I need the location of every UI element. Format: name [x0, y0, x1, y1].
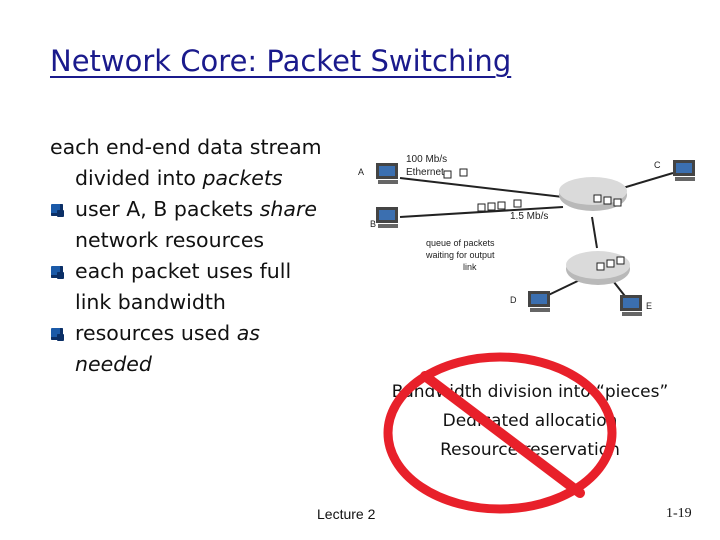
bullet-square-icon: [51, 328, 64, 341]
bullet-line: each packet uses full: [50, 256, 350, 287]
queue-label-line: queue of packets: [426, 238, 495, 248]
computer-host-icon-c: [673, 160, 695, 181]
packet-queue-icon: [443, 168, 625, 271]
host-label-c: C: [654, 160, 661, 170]
bullet-text-italic: needed: [75, 352, 152, 376]
bullet-text: each packet uses full: [75, 259, 292, 283]
bullet-text: user A, B packets: [75, 197, 260, 221]
bullet-line: divided into packets: [50, 163, 350, 194]
computer-host-icon-d: [528, 291, 550, 312]
bullet-text: network resources: [75, 228, 265, 252]
footer-page-number: 1-19: [666, 506, 692, 521]
network-links: [399, 172, 674, 301]
host-label-e: E: [646, 301, 652, 311]
host-label-b: B: [370, 219, 376, 229]
bullet-list: each end-end data stream divided into pa…: [50, 132, 350, 380]
bullet-line: network resources: [50, 225, 350, 256]
bullet-line: resources used as: [50, 318, 350, 349]
bullet-line: user A, B packets share: [50, 194, 350, 225]
bullet-square-icon: [51, 266, 64, 279]
host-label-a: A: [358, 167, 364, 177]
router-link-speed-label: 1.5 Mb/s: [510, 211, 548, 222]
ethernet-label: Ethernet: [406, 167, 444, 178]
queue-label-line: link: [463, 262, 477, 272]
bullet-square-icon: [51, 204, 64, 217]
computer-host-icon-e: [620, 295, 642, 316]
queue-label-line: waiting for output: [425, 250, 495, 260]
computer-host-icon-b: [376, 207, 398, 228]
bullet-text-italic: share: [259, 197, 317, 221]
packet-switching-diagram: A B C D E 100 Mb/s Ethernet 1.5 Mb/s que…: [358, 154, 695, 316]
computer-host-icon-a: [376, 163, 398, 184]
bullet-text: resources used: [75, 321, 237, 345]
bullet-line: needed: [50, 349, 350, 380]
footer-lecture-label: Lecture 2: [317, 506, 376, 522]
bullet-line: link bandwidth: [50, 287, 350, 318]
bullet-text: each end-end data stream: [50, 135, 322, 159]
bullet-text: divided into: [75, 166, 203, 190]
host-label-d: D: [510, 295, 517, 305]
bullet-text-italic: as: [236, 321, 260, 345]
ethernet-speed-label: 100 Mb/s: [406, 154, 447, 165]
bullet-text-italic: packets: [202, 166, 283, 190]
bullet-text: link bandwidth: [75, 290, 226, 314]
slide-title: Network Core: Packet Switching: [50, 44, 512, 78]
bullet-line: each end-end data stream: [50, 132, 350, 163]
prohibition-icon: [383, 352, 617, 514]
